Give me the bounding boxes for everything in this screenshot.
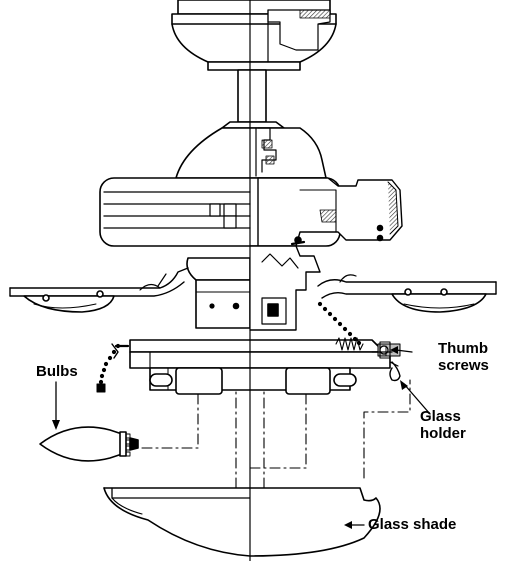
label-thumb-screws-line2: screws [438,357,489,374]
leader-thumb-screws [390,346,412,354]
glass-shade [104,488,380,556]
label-glass-holder: Glass holder [420,408,466,442]
bulb [40,427,138,461]
thumb-screws [372,342,400,358]
label-glass-holder-line1: Glass [420,408,461,425]
blade-arm-right [318,275,496,312]
label-glass-shade: Glass shade [368,516,456,533]
leader-bulbs [52,382,60,430]
canopy [172,0,336,70]
label-glass-holder-line2: holder [420,425,466,442]
label-thumb-screws: Thumb screws [438,340,489,374]
switch-housing [187,237,320,330]
blade-arm-left [10,268,188,312]
motor-body [100,178,402,246]
pull-chain-left [97,344,120,392]
label-bulbs-text: Bulbs [36,363,78,380]
label-thumb-screws-line1: Thumb [438,340,488,357]
pull-chain-right [318,302,360,344]
leader-glass-holder [400,380,430,414]
glass-holder [390,362,400,381]
label-bulbs: Bulbs [36,363,78,380]
light-kit-plate [112,338,394,394]
downrod [222,70,284,128]
assembly-guide-lines [142,380,410,488]
leader-glass-shade [344,521,364,529]
motor-housing-top [176,128,326,178]
label-glass-shade-text: Glass shade [368,516,457,533]
